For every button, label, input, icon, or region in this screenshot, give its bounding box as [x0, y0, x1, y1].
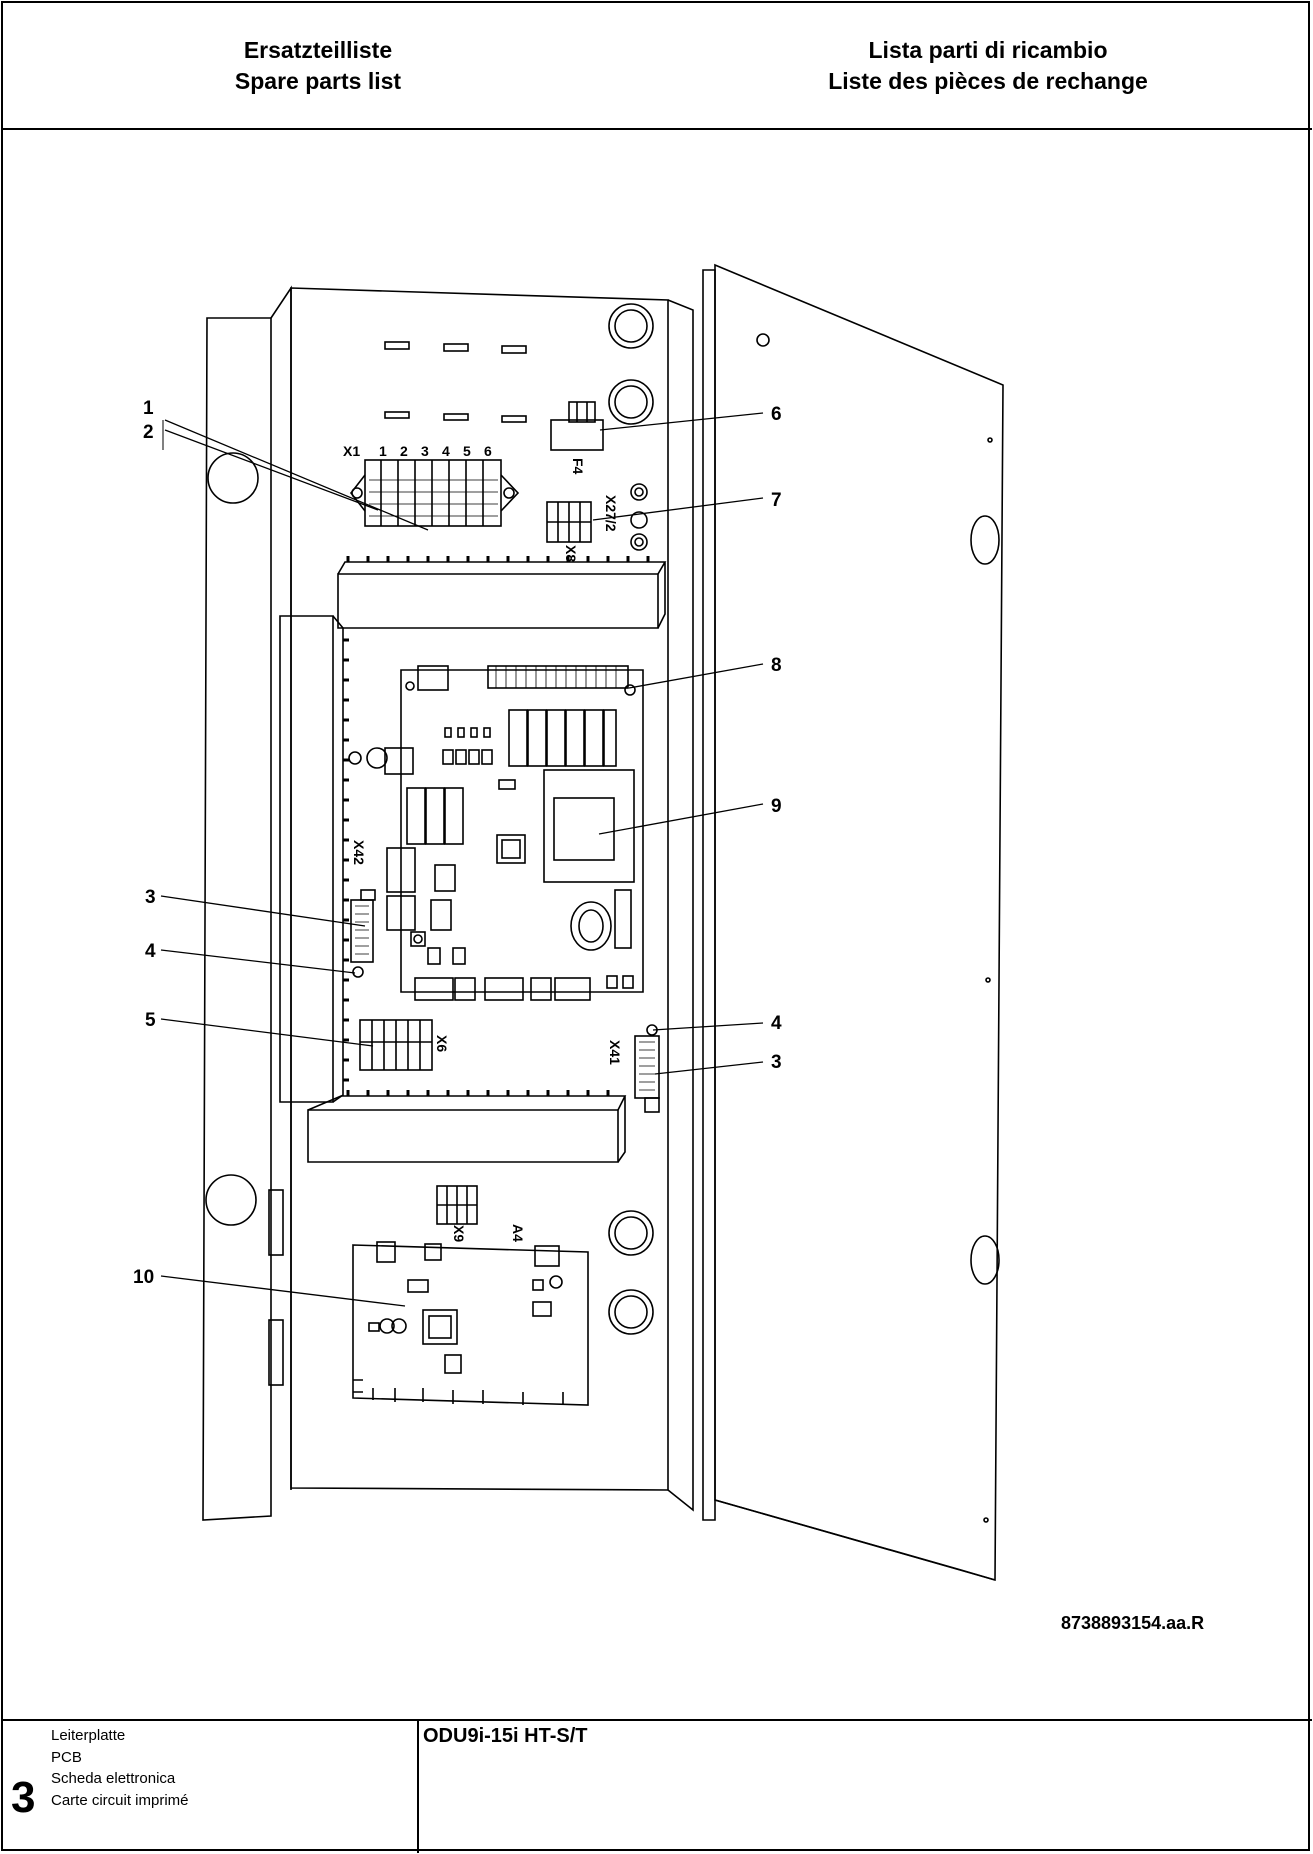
document-number: 8738893154.aa.R: [1061, 1613, 1205, 1633]
label-a4: A4: [510, 1224, 526, 1242]
cable-duct-left: [279, 615, 349, 1103]
callout-3-left: 3: [145, 887, 156, 908]
label-f4: F4: [570, 458, 586, 475]
leader-lines: [160, 412, 764, 1307]
header-right: Lista parti di ricambio Liste des pièces…: [738, 35, 1238, 97]
cable-gland-3: [608, 1210, 654, 1256]
label-x6: X6: [434, 1035, 450, 1052]
connector-x41: [634, 1024, 660, 1113]
door-panel: [714, 263, 1004, 1582]
terminal-3: 3: [421, 443, 429, 459]
terminal-2: 2: [400, 443, 408, 459]
exploded-drawing: 1 2 6 7 8 9 3 4 5 4 3 10 X1 1 2 3 4 5: [3, 130, 1312, 1720]
relays: [406, 709, 617, 845]
callout-2: 2: [143, 422, 154, 443]
title-it: Lista parti di ricambio: [868, 37, 1108, 63]
title-de: Ersatzteilliste: [243, 37, 393, 63]
left-side-panel: [202, 317, 272, 1521]
title-en: Spare parts list: [234, 68, 402, 94]
cable-gland-1: [608, 303, 654, 349]
section-name-de: Leiterplatte: [51, 1727, 126, 1744]
title-fr: Liste des pièces de rechange: [828, 68, 1148, 94]
label-x8: X8: [563, 545, 579, 562]
door-bottom-edge: [714, 1499, 996, 1581]
label-x1: X1: [343, 443, 360, 459]
section-names: Leiterplatte PCB Scheda elettronica Cart…: [51, 1725, 189, 1811]
connector-x9: [436, 1185, 478, 1225]
callout-9: 9: [771, 796, 782, 817]
cable-duct-bottom: [307, 1090, 627, 1163]
connector-x27-2: [546, 483, 648, 551]
connector-x42: [350, 889, 376, 978]
terminal-block-x1: [349, 459, 520, 527]
section-name-fr: Carte circuit imprimé: [51, 1791, 189, 1809]
side-slot-1: [268, 1189, 284, 1256]
label-x27-2: X27/2: [603, 495, 619, 532]
model-name: ODU9i-15i HT-S/T: [423, 1725, 588, 1747]
component-designators: X1 1 2 3 4 5 6 F4 X27/2 X8 X42 X6 X41 X9…: [343, 443, 623, 1242]
cable-gland-2: [608, 379, 654, 425]
hinge-pin: [702, 269, 716, 1521]
label-x9: X9: [451, 1225, 467, 1242]
capacitor: [570, 889, 632, 951]
callout-5: 5: [145, 1010, 156, 1031]
fuse-f4: [550, 401, 604, 451]
door-screw: [756, 333, 770, 347]
cable-gland-4: [608, 1289, 654, 1335]
terminal-5: 5: [463, 443, 471, 459]
section-number: 3: [11, 1773, 36, 1822]
cabinet-drawing-svg: 1 2 6 7 8 9 3 4 5 4 3 10 X1 1 2 3 4 5: [133, 263, 1004, 1582]
header: Ersatzteilliste Spare parts list Lista p…: [3, 3, 1312, 130]
section-name-en: PCB: [51, 1748, 82, 1766]
callout-numbers: 1 2 6 7 8 9 3 4 5 4 3 10: [133, 398, 782, 1288]
terminal-1: 1: [379, 443, 387, 459]
callout-8: 8: [771, 655, 782, 676]
back-panel: [290, 287, 669, 1491]
hinge-strip: [667, 299, 694, 1512]
terminal-6: 6: [484, 443, 492, 459]
connector-x6: [359, 1019, 433, 1071]
callout-10: 10: [133, 1267, 154, 1288]
door-hole-1: [970, 515, 1000, 565]
side-hole-top: [207, 452, 259, 504]
pcb-a4: [352, 1241, 589, 1406]
cable-duct-top: [337, 556, 667, 629]
vent-slots: [384, 341, 527, 423]
callout-6: 6: [771, 404, 782, 425]
callout-7: 7: [771, 490, 782, 511]
side-slot-2: [268, 1319, 284, 1386]
side-hole-bottom: [205, 1174, 257, 1226]
header-left: Ersatzteilliste Spare parts list: [68, 35, 568, 97]
callout-4-right: 4: [771, 1013, 782, 1034]
footer-divider: [417, 1721, 419, 1853]
transformer: [543, 769, 635, 883]
callout-4-left: 4: [145, 941, 156, 962]
label-x41: X41: [607, 1040, 623, 1065]
main-pcb: [348, 665, 644, 1001]
section-name-it: Scheda elettronica: [51, 1770, 176, 1787]
door-hole-2: [970, 1235, 1000, 1285]
footer: 3 Leiterplatte PCB Scheda elettronica Ca…: [3, 1719, 1312, 1853]
callout-3-right: 3: [771, 1052, 782, 1073]
terminal-4: 4: [442, 443, 450, 459]
callout-1: 1: [143, 398, 154, 419]
label-x42: X42: [351, 840, 367, 865]
